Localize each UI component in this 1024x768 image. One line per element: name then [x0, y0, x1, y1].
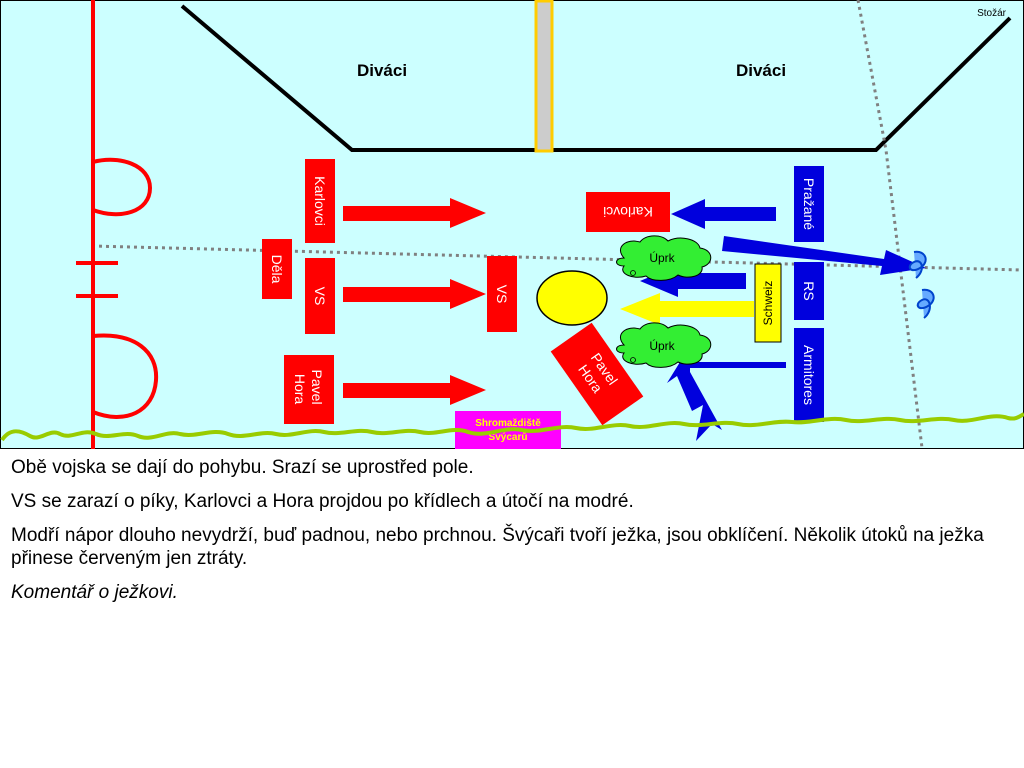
svg-text:Schweiz: Schweiz	[761, 281, 775, 326]
blue-scribble-icon	[908, 250, 935, 319]
red-arrow-bottom	[343, 375, 486, 405]
red-arrow-top	[343, 198, 486, 228]
svg-text:Úprk: Úprk	[649, 250, 675, 265]
spectator-stand-outline	[180, 4, 1012, 152]
caption-text: Obě vojska se dají do pohybu. Srazí se u…	[11, 456, 1011, 615]
blue-arrow-top	[671, 199, 776, 229]
blue-arrow-right-long	[722, 236, 926, 275]
svg-text:Děla: Děla	[269, 255, 285, 284]
caption-paragraph-2: VS se zarazí o píky, Karlovci a Hora pro…	[11, 491, 634, 512]
yellow-arrow	[620, 293, 754, 325]
dotted-edge-line	[856, 0, 924, 449]
grass-line	[0, 412, 1024, 442]
svg-text:Pražané: Pražané	[801, 178, 817, 230]
field-background	[0, 0, 1024, 449]
red-arrow-middle	[343, 279, 486, 309]
svg-text:Shromaždiště: Shromaždiště	[475, 418, 541, 429]
dotted-boundary-line	[91, 244, 1023, 272]
unit-pavel-hora-left: Pavel Hora	[284, 355, 334, 424]
stozar-label: Stožár	[977, 8, 1007, 19]
spectators-left-label: Diváci	[357, 61, 407, 80]
svg-text:VS: VS	[494, 285, 510, 304]
unit-vs-red-left: VS	[305, 258, 335, 334]
svg-text:Úprk: Úprk	[649, 338, 675, 353]
unit-schweiz: Schweiz	[754, 263, 782, 343]
cloud-uprk-bottom: Úprk	[616, 322, 712, 368]
caption-paragraph-3: Modří nápor dlouho nevydrží, buď padnou,…	[11, 525, 984, 569]
spectators-right-label: Diváci	[736, 61, 786, 80]
hedgehog-ellipse	[536, 270, 608, 326]
red-fortification	[76, 0, 159, 449]
svg-text:Karlovci: Karlovci	[603, 204, 653, 220]
pavel-hora-left-text-line2: Hora	[292, 374, 308, 405]
svg-text:VS: VS	[312, 287, 328, 306]
unit-rs: RS	[794, 262, 824, 320]
svg-text:Karlovci: Karlovci	[312, 176, 328, 226]
blue-arrow-bottom	[667, 362, 786, 441]
unit-karlovci-flipped: Karlovci	[586, 192, 670, 232]
unit-vs-red-center: VS	[487, 256, 517, 332]
unit-prazane: Pražané	[794, 166, 824, 242]
unit-karlovci-red: Karlovci	[305, 159, 335, 243]
caption-paragraph-4: Komentář o ježkovi.	[11, 582, 178, 603]
svg-text:RS: RS	[801, 281, 817, 300]
svg-text:Armitores: Armitores	[801, 345, 817, 405]
center-pole	[534, 0, 554, 153]
cloud-uprk-top: Úprk	[616, 235, 712, 281]
caption-paragraph-1: Obě vojska se dají do pohybu. Srazí se u…	[11, 457, 474, 478]
unit-dela: Děla	[262, 239, 292, 299]
unit-armitores: Armitores	[794, 328, 824, 422]
svg-text:Švýcarů: Švýcarů	[489, 430, 528, 443]
svg-text:Pavel Hora: Pavel Hora	[292, 370, 325, 409]
pavel-hora-left-text: Pavel	[309, 370, 325, 405]
battle-diagram: Stožár Diváci Diváci Karlovci Děla VS Pa…	[0, 0, 1024, 449]
